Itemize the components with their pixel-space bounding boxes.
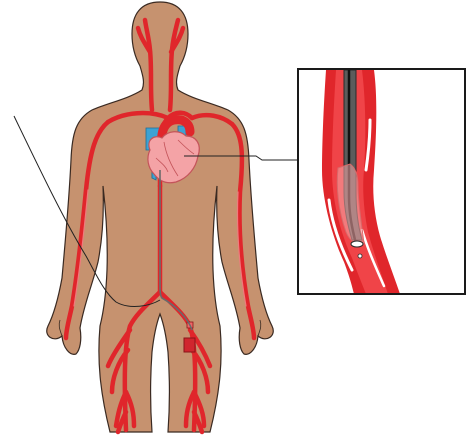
inset-catheter-tip	[351, 241, 363, 247]
access-site-marker	[184, 338, 195, 352]
inset-tip-dot	[358, 254, 362, 258]
finger-lines	[59, 320, 261, 336]
magnified-artery-inset	[298, 69, 465, 294]
